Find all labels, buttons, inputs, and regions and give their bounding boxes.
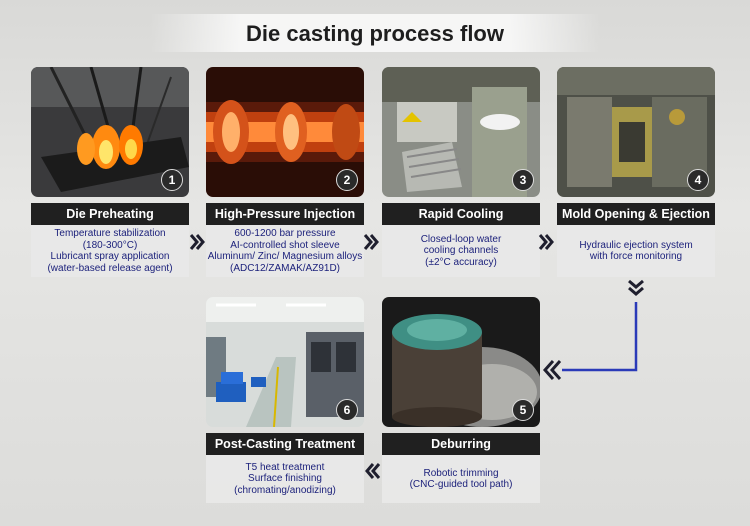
chevron-right-icon [363, 234, 379, 250]
chevron-left-icon [365, 463, 381, 479]
step-label: High-Pressure Injection [206, 203, 364, 225]
step-photo-deburring: 5 [382, 297, 540, 427]
step-photo-die-preheating: 1 [31, 67, 189, 197]
step-number-badge: 3 [512, 169, 534, 191]
chevron-right-icon [538, 234, 554, 250]
chevron-right-icon [189, 234, 205, 250]
step-label: Post-Casting Treatment [206, 433, 364, 455]
step-description: Robotic trimming (CNC-guided tool path) [382, 455, 540, 503]
step-photo-high-pressure-injection: 2 [206, 67, 364, 197]
step-description: 600-1200 bar pressure AI-controlled shot… [206, 225, 364, 277]
step-number-badge: 6 [336, 399, 358, 421]
step-photo-mold-opening-ejection: 4 [557, 67, 715, 197]
step-label: Rapid Cooling [382, 203, 540, 225]
step-description: Hydraulic ejection system with force mon… [557, 225, 715, 277]
title-band [150, 14, 600, 52]
step-description: Temperature stabilization (180-300°C) Lu… [31, 225, 189, 277]
chevron-down-icon [628, 279, 644, 296]
flow-connector [542, 302, 638, 380]
step-number-badge: 5 [512, 399, 534, 421]
step-description: Closed-loop water cooling channels (±2°C… [382, 225, 540, 277]
step-number-badge: 4 [687, 169, 709, 191]
step-label: Deburring [382, 433, 540, 455]
step-photo-post-casting-treatment: 6 [206, 297, 364, 427]
step-label: Mold Opening & Ejection [557, 203, 715, 225]
step-photo-rapid-cooling: 3 [382, 67, 540, 197]
step-label: Die Preheating [31, 203, 189, 225]
step-number-badge: 2 [336, 169, 358, 191]
diagram-title: Die casting process flow [246, 21, 504, 46]
step-description: T5 heat treatment Surface finishing (chr… [206, 455, 364, 503]
step-number-badge: 1 [161, 169, 183, 191]
